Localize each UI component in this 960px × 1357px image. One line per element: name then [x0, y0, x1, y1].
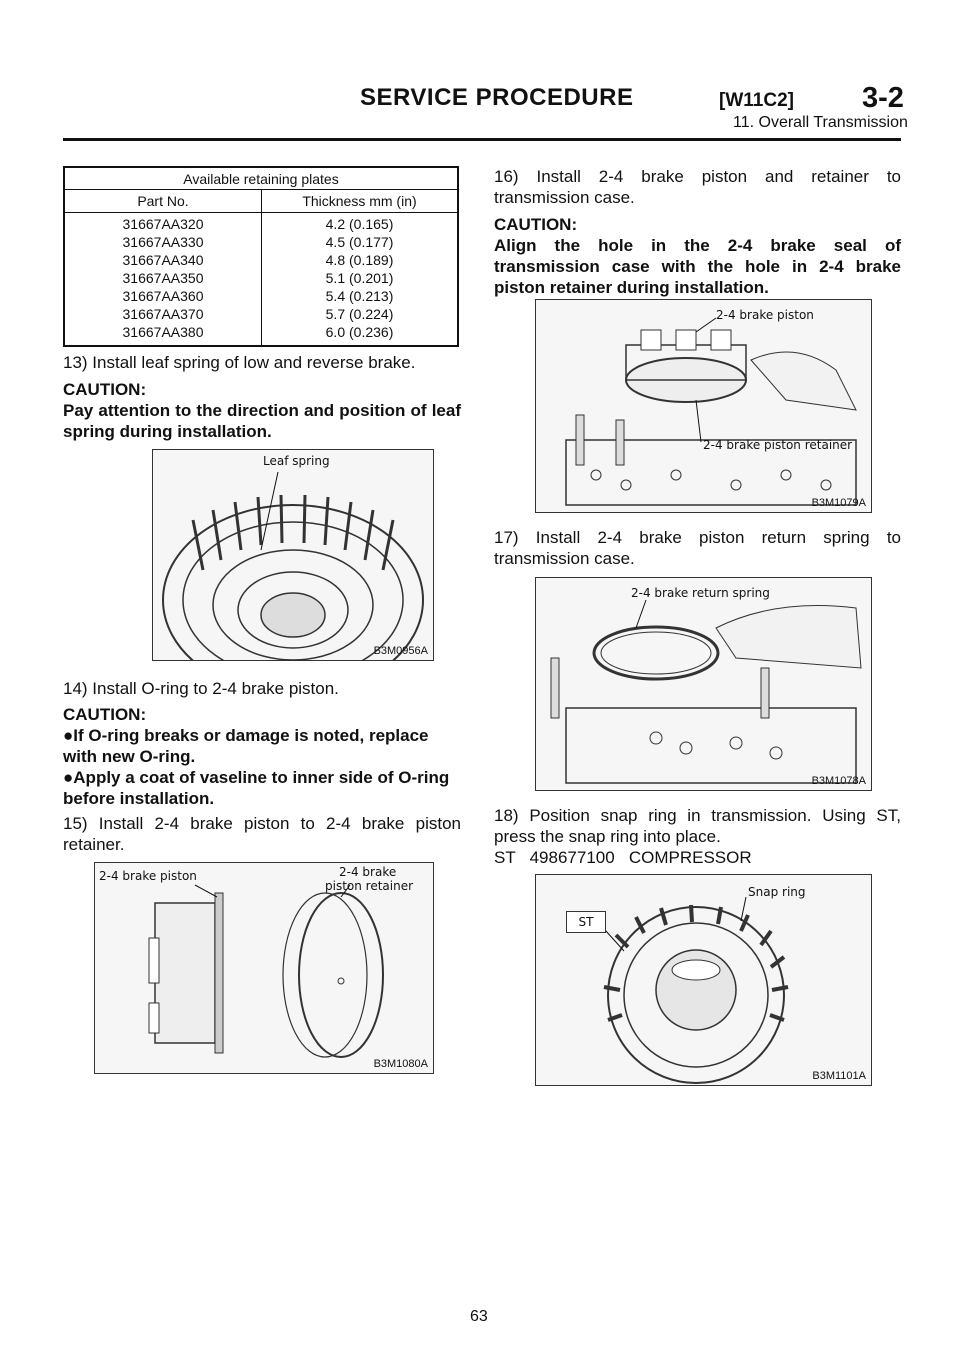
figure-code: B3M1079A: [811, 497, 866, 509]
step-16: 16) Install 2-4 brake piston and retaine…: [494, 167, 901, 207]
col-header-part: Part No.: [64, 189, 262, 213]
part-number: 31667AA360: [122, 288, 204, 304]
part-number-cell: 31667AA320 31667AA330 31667AA340 31667AA…: [64, 212, 262, 346]
st-label: ST: [566, 911, 606, 933]
step-17: 17) Install 2-4 brake piston return spri…: [494, 528, 901, 568]
step-14: 14) Install O-ring to 2-4 brake piston.: [63, 679, 339, 698]
caution-13-label: CAUTION:: [63, 380, 147, 399]
bullet-icon: ●: [63, 768, 74, 787]
snap-ring-label: Snap ring: [748, 885, 806, 899]
thickness-value: 4.8 (0.189): [325, 252, 394, 268]
snap-ring-drawing: [595, 896, 789, 1084]
retainer-label-line-2: piston retainer: [325, 879, 414, 893]
thickness-value: 6.0 (0.236): [325, 324, 394, 340]
figure-leaf-spring: Leaf spring B3M0956A: [152, 449, 434, 661]
part-number: 31667AA340: [122, 252, 204, 268]
part-number: 31667AA350: [122, 270, 204, 286]
figure-code: B3M1078A: [811, 775, 866, 787]
caution-14-label: CAUTION:: [63, 705, 147, 724]
part-number: 31667AA330: [122, 234, 204, 250]
thickness-value: 4.2 (0.165): [325, 216, 394, 232]
caution-14-item-2: ●Apply a coat of vaseline to inner side …: [63, 768, 450, 808]
figure-code: B3M1101A: [812, 1070, 866, 1082]
figure-piston-retainer: 2-4 brake piston 2-4 brake piston retain…: [94, 862, 434, 1074]
retainer-label: 2-4 brake piston retainer: [703, 438, 853, 452]
caution-16-text: Align the hole in the 2-4 brake seal of …: [494, 236, 901, 297]
return-spring-drawing: [550, 599, 862, 784]
special-tool-line: ST 498677100 COMPRESSOR: [494, 848, 752, 867]
figure-code: B3M1080A: [373, 1058, 428, 1070]
part-number: 31667AA320: [122, 216, 204, 232]
piston-label: 2-4 brake piston: [99, 869, 197, 883]
thickness-value: 5.4 (0.213): [325, 288, 394, 304]
caution-13-text: Pay attention to the direction and posit…: [63, 401, 461, 441]
col-header-thickness: Thickness mm (in): [261, 189, 458, 213]
return-spring-label: 2-4 brake return spring: [631, 586, 770, 600]
part-number: 31667AA380: [122, 324, 204, 340]
step-18: 18) Position snap ring in transmission. …: [494, 806, 901, 846]
piston-retainer-drawing: [148, 884, 384, 1058]
step-13: 13) Install leaf spring of low and rever…: [63, 353, 416, 372]
piston-install-drawing: [565, 317, 857, 506]
figure-snap-ring: ST Snap ring B3M1101A: [535, 874, 872, 1086]
leaf-spring-drawing: [162, 471, 424, 660]
thickness-value: 4.5 (0.177): [325, 234, 394, 250]
thickness-cell: 4.2 (0.165) 4.5 (0.177) 4.8 (0.189) 5.1 …: [262, 213, 459, 347]
header-rule: [63, 138, 901, 141]
thickness-value: 5.7 (0.224): [325, 306, 394, 322]
figure-piston-install: 2-4 brake piston 2-4 brake piston retain…: [535, 299, 872, 513]
piston-label: 2-4 brake piston: [716, 308, 814, 322]
bullet-icon: ●: [63, 726, 74, 745]
caution-14-item-1: ●If O-ring breaks or damage is noted, re…: [63, 726, 429, 766]
retaining-plates-table: Available retaining plates Part No. Thic…: [63, 166, 459, 347]
section-number: 3-2: [862, 82, 904, 114]
figure-return-spring: 2-4 brake return spring B3M1078A: [535, 577, 872, 791]
page-number: 63: [470, 1308, 488, 1325]
caution-16-label: CAUTION:: [494, 215, 578, 234]
table-caption: Available retaining plates: [64, 167, 458, 190]
step-15: 15) Install 2-4 brake piston to 2-4 brak…: [63, 814, 461, 854]
part-number: 31667AA370: [122, 306, 204, 322]
figure-code: B3M0956A: [373, 645, 428, 657]
leaf-spring-label: Leaf spring: [263, 454, 330, 468]
retainer-label-line-1: 2-4 brake: [339, 865, 397, 879]
section-subtitle: 11. Overall Transmission: [733, 114, 908, 131]
section-code: [W11C2]: [719, 90, 794, 111]
thickness-value: 5.1 (0.201): [325, 270, 394, 286]
page-title: SERVICE PROCEDURE: [360, 84, 634, 111]
